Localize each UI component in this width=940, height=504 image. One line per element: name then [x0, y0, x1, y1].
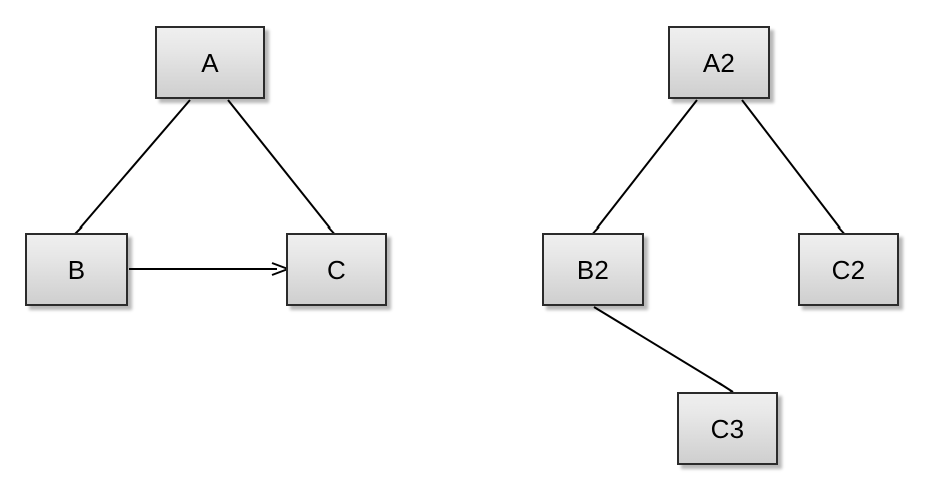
edge-a2-to-c2[interactable] — [741, 99, 850, 240]
node-c[interactable]: C — [286, 233, 387, 306]
node-c-label: C — [327, 254, 346, 285]
node-c2-label: C2 — [831, 254, 866, 285]
node-b[interactable]: B — [25, 233, 128, 306]
node-c2[interactable]: C2 — [798, 233, 899, 306]
node-a2-label: A2 — [702, 47, 736, 78]
node-a2[interactable]: A2 — [668, 26, 770, 99]
edge-b2-to-c3[interactable] — [593, 306, 734, 396]
node-c3-label: C3 — [710, 413, 745, 444]
node-a-label: A — [201, 47, 219, 78]
edge-a2-to-b2[interactable] — [587, 99, 698, 240]
node-b2[interactable]: B2 — [542, 233, 644, 306]
node-c3[interactable]: C3 — [677, 392, 778, 465]
node-a[interactable]: A — [155, 26, 265, 99]
edge-a-to-c[interactable] — [227, 99, 340, 240]
edge-b-to-c[interactable] — [129, 262, 289, 276]
edge-a-to-b[interactable] — [69, 99, 191, 240]
node-b-label: B — [67, 254, 86, 285]
node-b2-label: B2 — [576, 254, 610, 285]
